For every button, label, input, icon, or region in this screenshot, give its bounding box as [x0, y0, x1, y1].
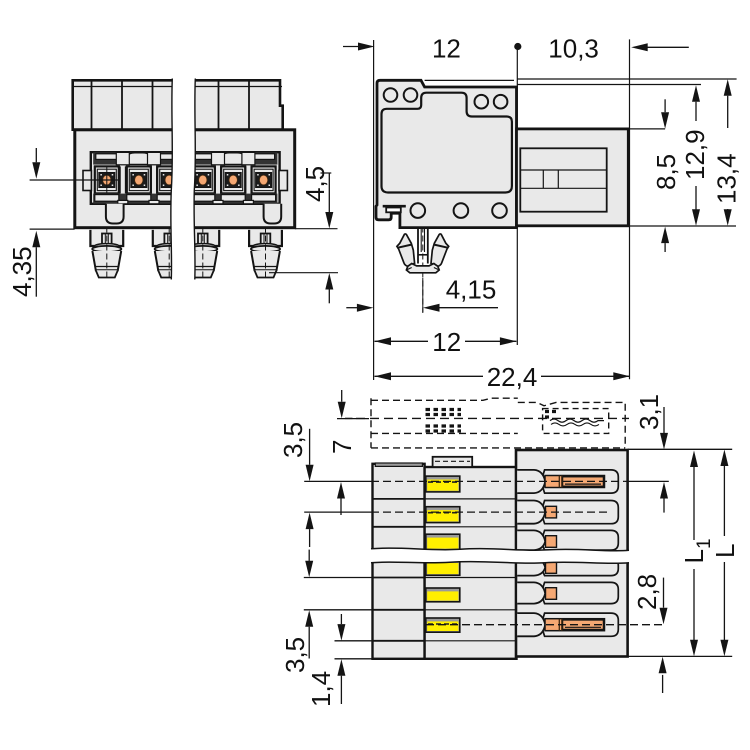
svg-text:L: L: [710, 544, 740, 558]
svg-text:12,9: 12,9: [680, 129, 710, 180]
svg-text:22,4: 22,4: [487, 362, 538, 392]
svg-text:8,5: 8,5: [651, 154, 681, 190]
svg-text:12: 12: [432, 33, 461, 63]
svg-text:13,4: 13,4: [712, 153, 742, 204]
svg-text:12: 12: [432, 327, 461, 357]
svg-text:4,35: 4,35: [7, 246, 37, 297]
svg-text:1,4: 1,4: [306, 671, 336, 707]
svg-text:3,1: 3,1: [634, 394, 664, 430]
svg-text:3,5: 3,5: [278, 422, 308, 458]
svg-text:7: 7: [327, 440, 357, 454]
svg-text:3,5: 3,5: [280, 637, 310, 673]
svg-text:10,3: 10,3: [548, 33, 599, 63]
svg-text:4,5: 4,5: [300, 166, 330, 202]
svg-text:2,8: 2,8: [632, 574, 662, 610]
svg-text:4,15: 4,15: [446, 275, 497, 305]
